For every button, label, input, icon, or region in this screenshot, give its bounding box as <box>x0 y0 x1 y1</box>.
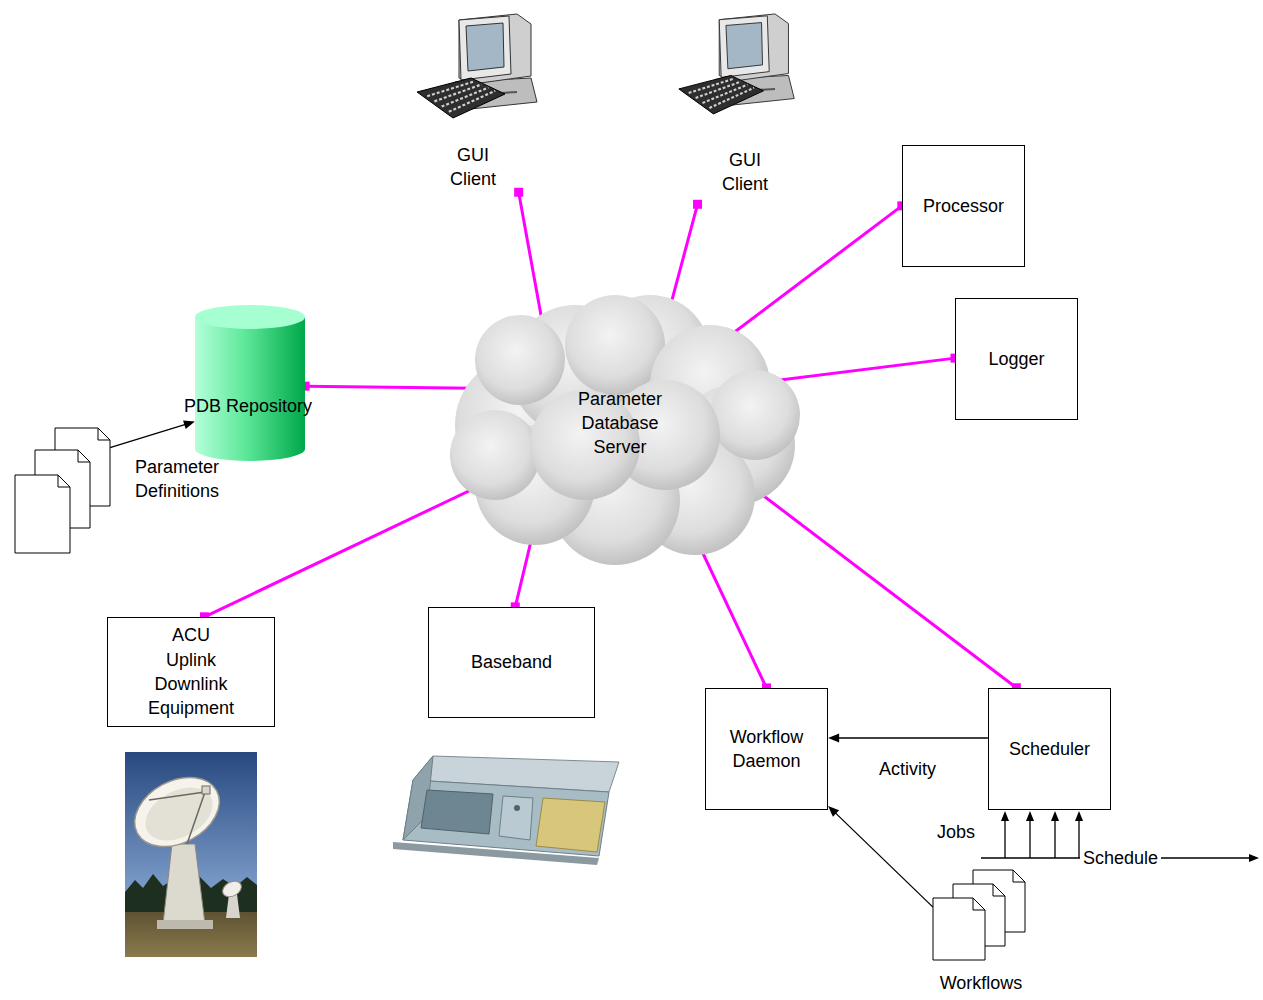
cylinder-top <box>195 305 305 329</box>
connector <box>757 354 959 387</box>
node-label: GUI Client <box>450 143 496 192</box>
computer-icon <box>679 14 794 114</box>
baseband-device-photo <box>393 756 619 865</box>
connector-line <box>762 358 955 382</box>
arrow-head <box>828 734 839 743</box>
document-page <box>15 475 70 553</box>
process-box: Processor <box>902 145 1025 267</box>
cloud-puff <box>565 295 665 395</box>
document-stack: Parameter Definitions <box>12 425 237 557</box>
node-label: PDB Repository <box>172 394 324 418</box>
connector <box>722 201 907 343</box>
connector <box>828 806 933 907</box>
arrow-head <box>183 420 195 429</box>
node-label: Baseband <box>465 650 558 674</box>
timeline-label: Schedule <box>1080 848 1161 870</box>
node-label: Workflows <box>925 974 1037 994</box>
connection-port <box>514 188 523 197</box>
connector-line <box>746 483 1016 688</box>
page-fold <box>1013 870 1025 882</box>
job-arrows <box>1001 811 1083 858</box>
edge-label: Activity <box>876 759 939 781</box>
connector <box>742 478 1021 692</box>
cloud-puff <box>475 315 565 405</box>
process-box: Baseband <box>428 607 595 718</box>
connector <box>665 200 703 316</box>
document-stack: Workflows <box>925 866 1037 998</box>
cloud-puff <box>450 410 540 500</box>
cloud-puff <box>710 370 800 460</box>
cylinder-body <box>195 317 305 461</box>
server-cloud: Parameter Database Server <box>435 275 805 565</box>
connector <box>301 382 480 393</box>
process-box: Workflow Daemon <box>705 688 828 810</box>
node-label: Scheduler <box>1003 737 1096 761</box>
page-fold <box>58 475 70 487</box>
connector-line <box>837 737 988 738</box>
connector-line <box>726 206 902 339</box>
gui-client-computer: GUI Client <box>675 12 800 204</box>
node-label: Parameter Definitions <box>135 455 219 504</box>
node-label: Parameter Database Server <box>578 387 662 460</box>
computer-icon <box>417 14 537 118</box>
callout-label: Jobs <box>937 822 975 844</box>
process-box: Scheduler <box>988 688 1111 810</box>
connector-line <box>110 424 186 447</box>
node-label: Processor <box>917 194 1010 218</box>
arrow-head <box>828 806 839 817</box>
page-fold <box>993 884 1005 896</box>
connector <box>110 420 195 447</box>
database-cylinder: PDB Repository <box>172 303 324 463</box>
antenna-photo <box>123 752 257 957</box>
page-fold <box>973 898 985 910</box>
node-label: Workflow Daemon <box>724 725 810 774</box>
page-fold <box>78 450 90 462</box>
connector-line <box>835 812 933 907</box>
process-box: Logger <box>955 298 1078 420</box>
label-anchor: Jobs <box>937 822 975 844</box>
connector <box>200 475 496 621</box>
connector <box>828 734 988 743</box>
database-cylinder-shape <box>172 303 324 463</box>
connection-port <box>693 200 702 209</box>
node-label: Logger <box>982 347 1050 371</box>
label-anchor: Schedule <box>1080 848 1161 870</box>
node-label: ACU Uplink Downlink Equipment <box>142 623 240 720</box>
edge-label-anchor: Activity <box>876 759 939 781</box>
node-label: GUI Client <box>722 148 768 197</box>
connector <box>514 188 546 326</box>
connector-line <box>204 480 491 617</box>
connector-line <box>305 386 475 388</box>
connector-line <box>669 204 698 311</box>
connector-line <box>519 192 542 321</box>
equipment-box: ACU Uplink Downlink Equipment <box>107 617 275 727</box>
page-fold <box>98 428 110 440</box>
document-page <box>933 898 985 960</box>
gui-client-computer: GUI Client <box>413 12 548 192</box>
